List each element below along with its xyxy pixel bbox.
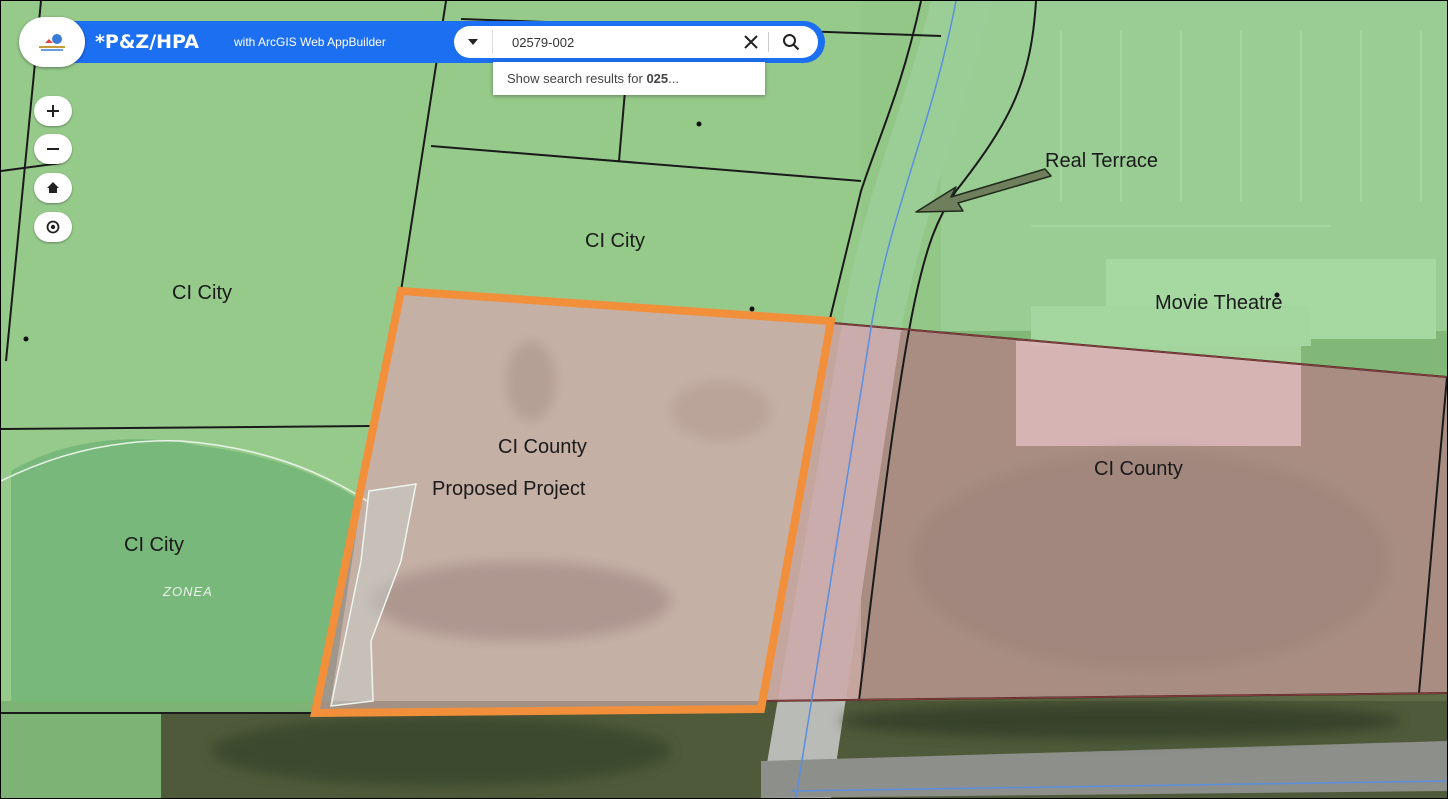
search-divider [768,32,769,52]
close-icon [744,35,758,49]
arrow-annotation [915,168,1052,213]
label-ci-city-southwest: CI City [124,534,184,556]
caret-down-icon [468,39,478,45]
home-icon [47,182,59,193]
zoom-out-button[interactable] [34,134,72,164]
search-button[interactable] [772,26,810,58]
label-ci-city-west: CI City [172,282,232,304]
search-suggestion-text: Show search results for 025... [507,71,679,86]
label-ci-city-north: CI City [585,230,645,252]
suggestion-prefix: Show search results for [507,71,647,86]
search-source-dropdown[interactable] [454,26,492,58]
proposed-project-outline[interactable] [310,286,836,718]
suggestion-suffix: ... [668,71,679,86]
locate-button[interactable] [34,212,72,242]
search-icon [783,34,800,51]
minus-icon [47,148,59,150]
county-overlay-project [315,291,833,713]
app-subtitle: with ArcGIS Web AppBuilder [234,35,386,49]
label-ci-county-east: CI County [1094,458,1183,480]
app-title: *P&Z/HPA [95,31,199,53]
search-widget [454,26,818,58]
search-divider [492,30,493,54]
search-suggestion[interactable]: Show search results for 025... [493,62,765,95]
county-seal-logo[interactable] [19,17,85,67]
label-zone: ZONEA [163,584,213,599]
shed-outline [330,483,417,707]
clear-search-button[interactable] [736,26,766,58]
road-centerlines [790,1,1447,798]
parcel-points [23,121,1280,342]
locate-icon [46,220,60,234]
plus-icon [47,105,59,117]
label-real-terrace: Real Terrace [1045,150,1159,172]
label-proposed-project: Proposed Project [432,478,586,500]
label-ci-county-project: CI County [498,436,587,458]
label-movie-theatre: Movie Theatre [1155,292,1283,314]
zoom-in-button[interactable] [34,96,72,126]
county-overlay-east [761,323,1447,701]
county-outline [760,322,1447,702]
search-input[interactable] [496,30,742,54]
pond-outline [1,440,368,502]
home-button[interactable] [34,173,72,203]
suggestion-term: 025 [646,71,669,86]
